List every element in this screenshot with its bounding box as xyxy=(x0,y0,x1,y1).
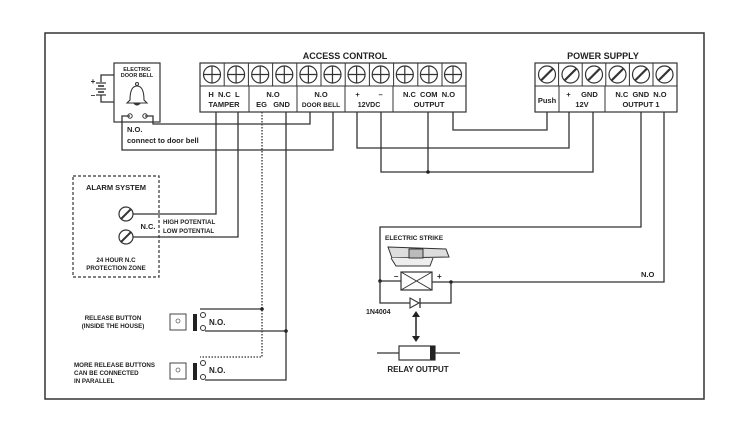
wire-tamper-h xyxy=(133,112,217,215)
diode-icon xyxy=(409,297,421,309)
wire-strike-plus xyxy=(432,112,665,283)
slotted-screw-icon xyxy=(537,65,557,84)
wire-push xyxy=(452,112,548,131)
tamper-label: TAMPER xyxy=(208,100,240,109)
output1-pins-label: N.C GND N.O xyxy=(615,90,666,99)
wire-eg xyxy=(200,112,263,358)
slotted-screw-icon xyxy=(581,63,604,86)
access-control-terminal-block: H N.C L TAMPER N.O EG GND N.O DOOR BELL … xyxy=(199,62,467,113)
release-button-2: MORE RELEASE BUTTONS CAN BE CONNECTED IN… xyxy=(74,360,225,385)
electric-strike-title: ELECTRIC STRIKE xyxy=(385,235,444,242)
strike-coil-icon xyxy=(400,271,433,291)
door-bell-contact-label: N.O. xyxy=(127,125,142,134)
wire-12v-plus xyxy=(356,112,570,149)
wire-gnd xyxy=(205,112,287,381)
wire-doorbell-a xyxy=(121,112,334,151)
wire-12v-minus xyxy=(380,112,594,173)
release-button-1: RELEASE BUTTON (INSIDE THE HOUSE) N.O. xyxy=(82,312,225,331)
door-bell-note: connect to door bell xyxy=(127,136,199,145)
12vdc-polarity-label: + – xyxy=(355,90,382,99)
wires xyxy=(121,112,665,381)
wire-diode-a xyxy=(379,281,410,304)
electric-door-bell: ELECTRIC DOOR BELL + – N.O. connect to d… xyxy=(91,62,199,145)
double-arrow-icon xyxy=(412,311,420,342)
diode-label: 1N4004 xyxy=(366,309,391,316)
zone-label-1: 24 HOUR N.C xyxy=(96,257,136,264)
eg-no-label: N.O xyxy=(266,90,280,99)
wire-strike-minus xyxy=(379,112,642,282)
slotted-screw-icon xyxy=(628,63,651,86)
strike-plus: + xyxy=(437,272,442,281)
strike-no-label: N.O xyxy=(641,270,655,279)
phillips-screw-icon xyxy=(320,63,342,86)
release-button-2-label-1: MORE RELEASE BUTTONS xyxy=(74,362,155,369)
alarm-nc-label: N.C. xyxy=(141,222,156,231)
phillips-screw-icon xyxy=(393,63,414,86)
battery-plus: + xyxy=(91,77,96,86)
low-potential-label: LOW POTENTIAL xyxy=(163,228,214,235)
release-button-2-contact: N.O. xyxy=(209,366,225,375)
strike-hardware-icon xyxy=(387,246,450,267)
power-supply-terminal-block: Push + GND 12V N.C GND N.O OUTPUT 1 xyxy=(534,62,678,113)
wire-doorbell-b xyxy=(145,112,311,125)
alarm-system: ALARM SYSTEM N.C. HIGH POTENTIAL LOW POT… xyxy=(72,175,215,278)
doorbell-no-label: N.O xyxy=(314,90,328,99)
strike-minus: – xyxy=(394,272,399,281)
electric-strike: ELECTRIC STRIKE – + 1N4004 N.O xyxy=(366,235,655,342)
tamper-pins-label: H N.C L xyxy=(208,90,240,99)
phillips-screw-icon xyxy=(272,63,294,86)
relay-output: RELAY OUTPUT xyxy=(377,345,460,374)
release-button-1-contact: N.O. xyxy=(209,318,225,327)
slotted-screw-icon xyxy=(652,63,674,86)
eg-gnd-label: EG GND xyxy=(256,100,290,109)
battery-icon xyxy=(96,74,114,103)
wire-tamper-l xyxy=(133,112,239,238)
phillips-screw-icon xyxy=(202,65,222,84)
diagram-frame xyxy=(44,32,705,400)
12v-label: 12V xyxy=(575,100,588,109)
slotted-screw-icon xyxy=(558,63,580,86)
alarm-title: ALARM SYSTEM xyxy=(86,183,146,192)
release-button-1-label-2: (INSIDE THE HOUSE) xyxy=(82,323,145,330)
power-supply-title: POWER SUPPLY xyxy=(567,51,639,61)
door-bell-title-1: ELECTRIC xyxy=(123,67,151,73)
phillips-screw-icon xyxy=(344,63,366,86)
door-bell-title-2: DOOR BELL xyxy=(121,73,154,79)
battery-minus: – xyxy=(91,91,96,100)
wire-diode-b xyxy=(420,282,452,304)
push-button-icon xyxy=(169,362,197,380)
phillips-screw-icon xyxy=(441,63,463,86)
release-button-2-label-2: CAN BE CONNECTED xyxy=(74,370,139,377)
push-button-icon xyxy=(169,313,197,331)
phillips-screw-icon xyxy=(296,63,318,86)
alarm-terminal-low xyxy=(118,229,134,245)
output-label: OUTPUT xyxy=(414,100,445,109)
high-potential-label: HIGH POTENTIAL xyxy=(163,219,215,226)
release-button-2-label-3: IN PARALLEL xyxy=(74,378,115,385)
push-label: Push xyxy=(538,96,557,105)
12v-pins-label: + GND xyxy=(566,90,598,99)
phillips-screw-icon xyxy=(417,63,438,86)
phillips-screw-icon xyxy=(247,63,270,86)
relay-label: RELAY OUTPUT xyxy=(387,365,448,374)
phillips-screw-icon xyxy=(223,63,246,86)
access-control-title: ACCESS CONTROL xyxy=(303,51,388,61)
output1-label: OUTPUT 1 xyxy=(622,100,659,109)
alarm-terminal-high xyxy=(118,206,134,222)
output-pins-label: N.C COM N.O xyxy=(403,90,455,99)
slotted-screw-icon xyxy=(605,63,627,86)
phillips-screw-icon xyxy=(368,63,390,86)
release-button-1-label-1: RELEASE BUTTON xyxy=(85,315,142,322)
zone-label-2: PROTECTION ZONE xyxy=(86,265,145,272)
doorbell-label: DOOR BELL xyxy=(302,102,340,109)
bell-icon xyxy=(125,82,149,106)
12vdc-label: 12VDC xyxy=(358,102,381,109)
